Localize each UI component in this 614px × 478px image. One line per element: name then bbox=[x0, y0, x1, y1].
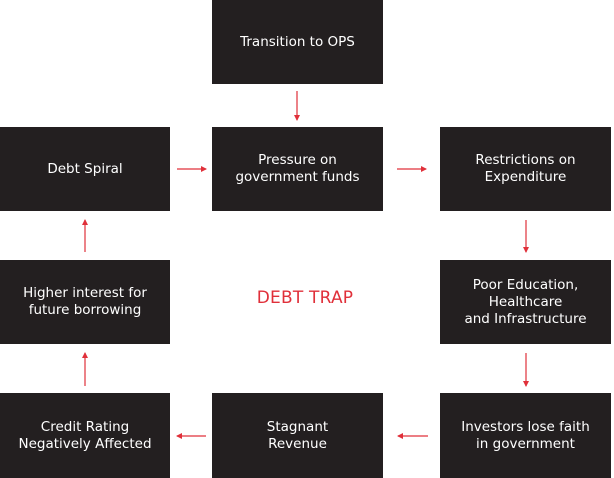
debt-spiral-label: Debt Spiral bbox=[47, 160, 123, 177]
investors-lose-faith-box: Investors lose faith in government bbox=[440, 393, 611, 478]
stagnant-revenue-box: Stagnant Revenue bbox=[212, 393, 383, 478]
restrictions-on-expenditure-box: Restrictions on Expenditure bbox=[440, 127, 611, 211]
poor-education-label: Poor Education, Healthcare and Infrastru… bbox=[464, 276, 587, 327]
stagnant-revenue-label: Stagnant Revenue bbox=[266, 418, 329, 452]
higher-interest-label: Higher interest for future borrowing bbox=[23, 285, 147, 318]
transition-to-ops-label: Transition to OPS bbox=[240, 33, 355, 50]
poor-education-box: Poor Education, Healthcare and Infrastru… bbox=[440, 260, 611, 344]
credit-rating-box: Credit Rating Negatively Affected bbox=[0, 393, 170, 478]
debt-spiral-box: Debt Spiral bbox=[0, 127, 170, 211]
higher-interest-box: Higher interest for future borrowing bbox=[0, 260, 170, 344]
debt-trap-label: DEBT TRAP bbox=[256, 288, 354, 308]
restrictions-on-expenditure-label: Restrictions on Expenditure bbox=[475, 152, 576, 185]
transition-to-ops-box: Transition to OPS bbox=[212, 0, 383, 84]
investors-lose-faith-label: Investors lose faith in government bbox=[461, 418, 590, 452]
pressure-on-government-funds-box: Pressure on government funds bbox=[212, 127, 383, 211]
pressure-on-government-funds-label: Pressure on government funds bbox=[235, 152, 360, 185]
credit-rating-label: Credit Rating Negatively Affected bbox=[18, 418, 152, 452]
